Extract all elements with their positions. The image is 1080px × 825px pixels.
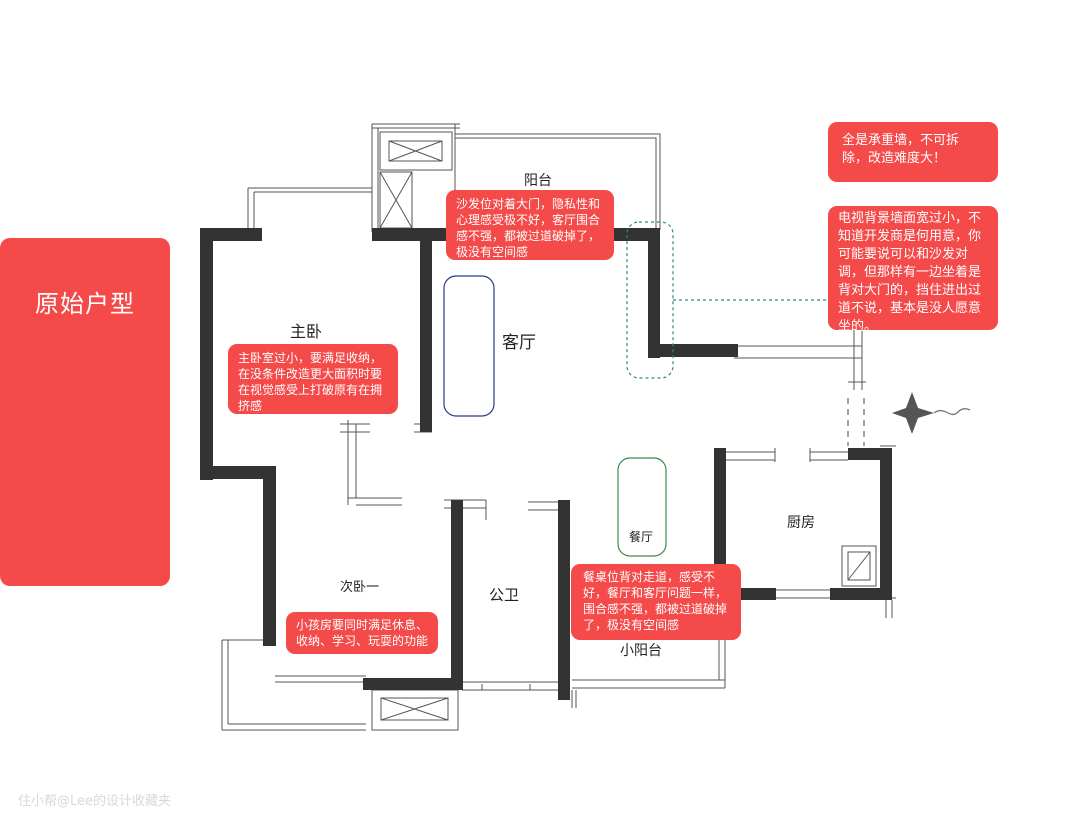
panel-title: 原始户型 [35,290,135,318]
room-label-living-room: 客厅 [502,333,536,353]
note-sofa-position: 沙发位对着大门，隐私性和心理感受极不好，客厅围合感不强，都被过道破掉了，极没有空… [446,190,614,260]
room-label-master-bedroom: 主卧 [290,322,323,341]
squiggle-line [933,408,971,416]
dining-table-outline [617,457,667,557]
watermark: 住小帮@Lee的设计收藏夹 [18,794,172,809]
note-kids-room: 小孩房要同时满足休息、收纳、学习、玩耍的功能 [286,612,438,654]
entrance-dashes [847,398,865,446]
note-tv-wall: 电视背景墙面宽过小，不知道开发商是何用意，你可能要说可以和沙发对调，但那样有一边… [828,206,998,334]
room-label-kitchen: 厨房 [787,515,815,531]
sofa-outline [443,275,495,417]
title-panel [0,238,170,586]
room-label-public-bathroom: 公卫 [489,586,520,604]
room-label-balcony: 阳台 [524,173,552,189]
sparkle-icon [892,392,934,434]
note-master-bedroom: 主卧室过小，要满足收纳，在没条件改造更大面积时要在视觉感受上打破原有在拥挤感 [228,344,398,414]
room-label-second-bedroom: 次卧一 [340,580,380,595]
note-bearing-walls: 全是承重墙，不可拆除，改造难度大！ [828,122,998,182]
room-label-dining: 餐厅 [629,530,654,544]
note-dining-table: 餐桌位背对走道，感受不好，餐厅和客厅问题一样，围合感不强，都被过道破掉了，极没有… [571,564,741,640]
room-label-small-balcony: 小阳台 [620,643,662,659]
